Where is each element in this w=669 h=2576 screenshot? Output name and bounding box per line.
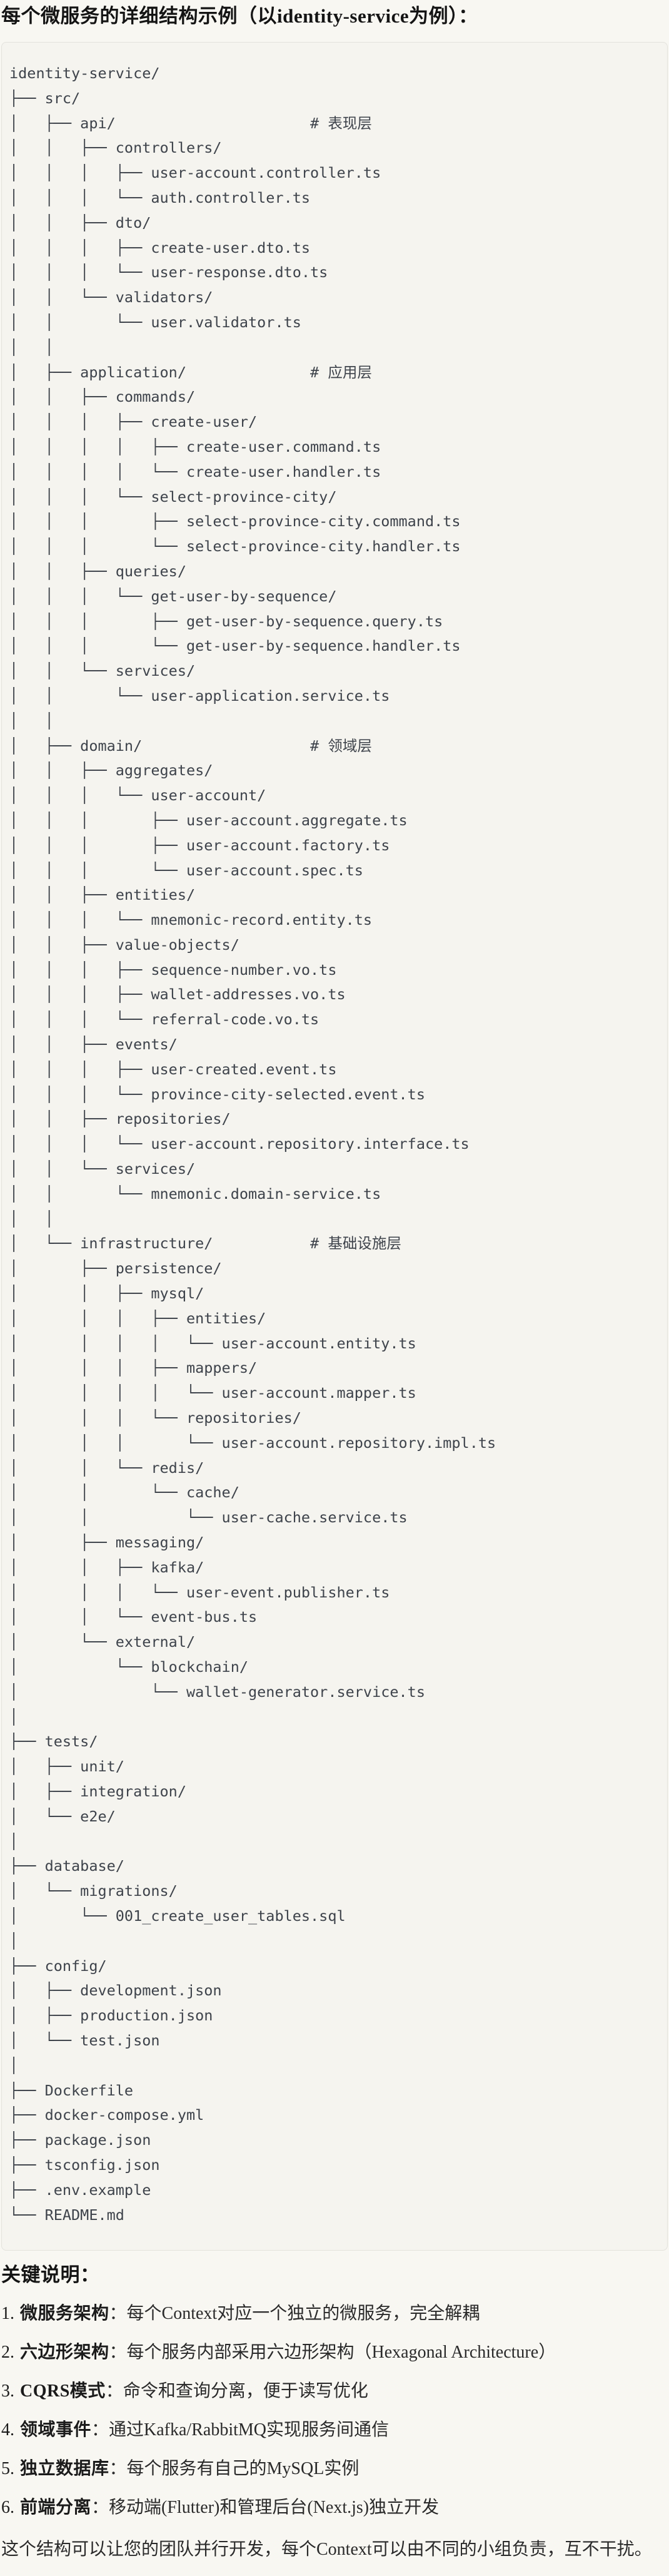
- item-label: 领域事件: [20, 2420, 92, 2440]
- item-label: 独立数据库: [20, 2459, 109, 2479]
- key-note-item: 4. 领域事件：通过Kafka/RabbitMQ实现服务间通信: [1, 2420, 669, 2441]
- closing-note: 这个结构可以让您的团队并行开发，每个Context可以由不同的小组负责，互不干扰…: [1, 2540, 652, 2560]
- item-text: 命令和查询分离，便于读写优化: [123, 2381, 368, 2401]
- item-colon: ：: [109, 2459, 127, 2479]
- key-note-item: 5. 独立数据库：每个服务有自己的MySQL实例: [1, 2458, 669, 2480]
- item-number: 4.: [1, 2420, 14, 2440]
- key-note-item: 3. CQRS模式：命令和查询分离，便于读写优化: [1, 2381, 669, 2402]
- file-tree: identity-service/ ├── src/ │ ├── api/ # …: [9, 64, 496, 2224]
- item-label: 六边形架构: [20, 2343, 109, 2363]
- item-colon: ：: [91, 2420, 109, 2440]
- item-text: 每个服务内部采用六边形架构（Hexagonal Architecture）: [126, 2343, 556, 2363]
- item-number: 6.: [1, 2498, 14, 2518]
- key-note-item: 1. 微服务架构：每个Context对应一个独立的微服务，完全解耦: [1, 2303, 669, 2324]
- key-notes-list: 1.微服务架构：每个Context对应一个独立的微服务，完全解耦 2.六边形架构…: [0, 2303, 669, 2518]
- item-number: 5.: [1, 2459, 14, 2479]
- item-label: 前端分离: [20, 2498, 92, 2518]
- item-number: 3.: [1, 2381, 14, 2401]
- item-text: 每个服务有自己的MySQL实例: [126, 2459, 360, 2479]
- item-label: CQRS模式: [20, 2381, 106, 2401]
- item-number: 2.: [1, 2343, 14, 2363]
- key-note-item: 2. 六边形架构：每个服务内部采用六边形架构（Hexagonal Architec…: [1, 2342, 669, 2363]
- item-text: 每个Context对应一个独立的微服务，完全解耦: [126, 2304, 480, 2324]
- key-notes-heading: 关键说明：: [1, 2264, 100, 2286]
- file-tree-block: identity-service/ ├── src/ │ ├── api/ # …: [1, 42, 668, 2251]
- item-colon: ：: [109, 2304, 127, 2324]
- item-colon: ：: [91, 2498, 109, 2518]
- item-text: 移动端(Flutter)和管理后台(Next.js)独立开发: [109, 2498, 440, 2518]
- page-title: 每个微服务的详细结构示例（以identity-service为例）：: [1, 5, 478, 27]
- item-label: 微服务架构: [20, 2304, 109, 2324]
- key-note-item: 6. 前端分离：移动端(Flutter)和管理后台(Next.js)独立开发: [1, 2497, 669, 2518]
- item-text: 通过Kafka/RabbitMQ实现服务间通信: [109, 2420, 389, 2440]
- item-number: 1.: [1, 2304, 14, 2324]
- item-colon: ：: [105, 2381, 123, 2401]
- item-colon: ：: [109, 2343, 127, 2363]
